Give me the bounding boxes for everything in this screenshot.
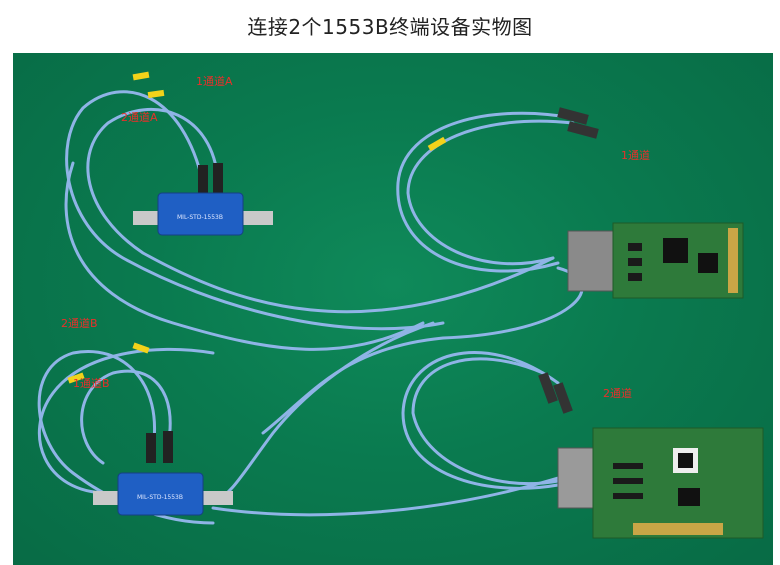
top-pcb-card — [567, 222, 744, 299]
cable-markers — [67, 71, 447, 384]
bottom-right-bnc — [538, 372, 573, 414]
label-top-channel-1a: 1通道A — [196, 75, 233, 88]
label-bottom-channel-1b: 1通道B — [73, 377, 110, 390]
hardware-illustration: MIL-STD-1553B MIL-STD-1553B — [37, 71, 764, 539]
label-top-channel-2a: 2通道A — [121, 111, 158, 124]
bottom-coupler: MIL-STD-1553B — [93, 431, 233, 516]
top-coupler: MIL-STD-1553B — [133, 163, 273, 236]
hardware-photo: MIL-STD-1553B MIL-STD-1553B — [13, 53, 773, 565]
top-right-bnc — [557, 107, 599, 139]
bottom-pcb-card — [557, 427, 764, 539]
svg-text:MIL-STD-1553B: MIL-STD-1553B — [177, 214, 223, 221]
svg-text:MIL-STD-1553B: MIL-STD-1553B — [137, 494, 183, 501]
figure-title: 连接2个1553B终端设备实物图 — [247, 14, 533, 39]
label-top-right-channel-1: 1通道 — [621, 149, 650, 162]
label-bottom-right-channel-2: 2通道 — [603, 387, 632, 400]
cables — [37, 90, 584, 525]
label-bottom-channel-2b: 2通道B — [61, 317, 98, 330]
